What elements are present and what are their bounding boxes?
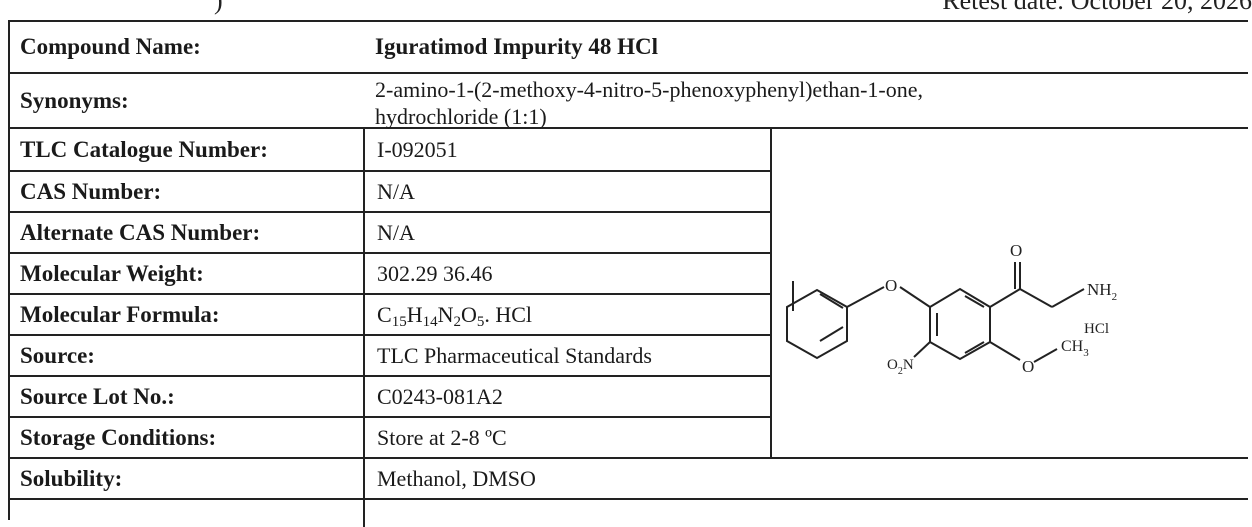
synonyms-line-2: hydrochloride (1:1): [375, 104, 547, 129]
column-divider: [770, 127, 772, 459]
methoxy-oxygen-label: O: [1022, 357, 1034, 376]
value-solubility: Methanol, DMSO: [377, 465, 536, 491]
row-divider: [8, 127, 1248, 129]
row-divider: [8, 211, 772, 213]
ketone-oxygen-label: O: [1010, 241, 1022, 260]
formula-o-count: 5: [476, 313, 485, 330]
synonyms-line-1: 2-amino-1-(2-methoxy-4-nitro-5-phenoxyph…: [375, 77, 923, 102]
table-border-top: [8, 20, 1248, 22]
label-storage-conditions: Storage Conditions:: [20, 424, 217, 450]
label-solubility: Solubility:: [20, 465, 123, 491]
label-molecular-formula: Molecular Formula:: [20, 301, 220, 327]
row-divider: [8, 170, 772, 172]
value-molecular-weight: 302.29 36.46: [377, 260, 493, 286]
row-divider: [8, 293, 772, 295]
row-divider: [8, 457, 1248, 459]
label-catalogue-number: TLC Catalogue Number:: [20, 136, 268, 162]
label-synonyms: Synonyms:: [20, 87, 129, 113]
row-divider: [8, 334, 772, 336]
label-molecular-weight: Molecular Weight:: [20, 260, 204, 286]
label-cas-number: CAS Number:: [20, 178, 162, 204]
value-alternate-cas-number: N/A: [377, 219, 415, 245]
ether-oxygen-label: O: [885, 276, 897, 295]
retest-date: Retest date: October 20, 2026: [942, 0, 1252, 15]
value-source: TLC Pharmaceutical Standards: [377, 342, 652, 368]
amine-label: NH2: [1087, 280, 1117, 303]
formula-h-count: 14: [422, 313, 438, 330]
label-alternate-cas-number: Alternate CAS Number:: [20, 219, 261, 245]
label-compound-name: Compound Name:: [20, 34, 201, 59]
formula-c-count: 15: [391, 313, 407, 330]
compound-info-table: Compound Name: Iguratimod Impurity 48 HC…: [8, 20, 1248, 527]
table-border-left: [8, 20, 10, 520]
label-source: Source:: [20, 342, 95, 368]
value-cas-number: N/A: [377, 178, 415, 204]
value-storage-conditions: Store at 2-8 ºC: [377, 424, 507, 450]
row-divider: [8, 252, 772, 254]
value-compound-name: Iguratimod Impurity 48 HCl: [375, 34, 659, 59]
methyl-label: CH3: [1061, 338, 1089, 359]
hcl-salt-label: HCl: [1084, 321, 1109, 337]
label-source-lot: Source Lot No.:: [20, 383, 175, 409]
nitro-label: O2N: [887, 357, 914, 377]
value-synonyms: 2-amino-1-(2-methoxy-4-nitro-5-phenoxyph…: [363, 74, 1243, 129]
row-divider: [8, 416, 772, 418]
value-molecular-formula: C15H14N2O5. HCl: [377, 301, 533, 330]
chemical-structure-image: O O O NH2 CH3 O2N HCl: [786, 241, 1117, 377]
header-fragment: ): [214, 0, 223, 15]
formula-n-count: 2: [453, 313, 461, 330]
formula-suffix: . HCl: [484, 301, 533, 327]
column-divider: [363, 127, 365, 527]
value-catalogue-number: I-092051: [377, 136, 458, 162]
row-divider: [8, 375, 772, 377]
row-divider: [8, 498, 1248, 500]
value-source-lot: C0243-081A2: [377, 383, 503, 409]
row-divider: [8, 72, 1248, 74]
